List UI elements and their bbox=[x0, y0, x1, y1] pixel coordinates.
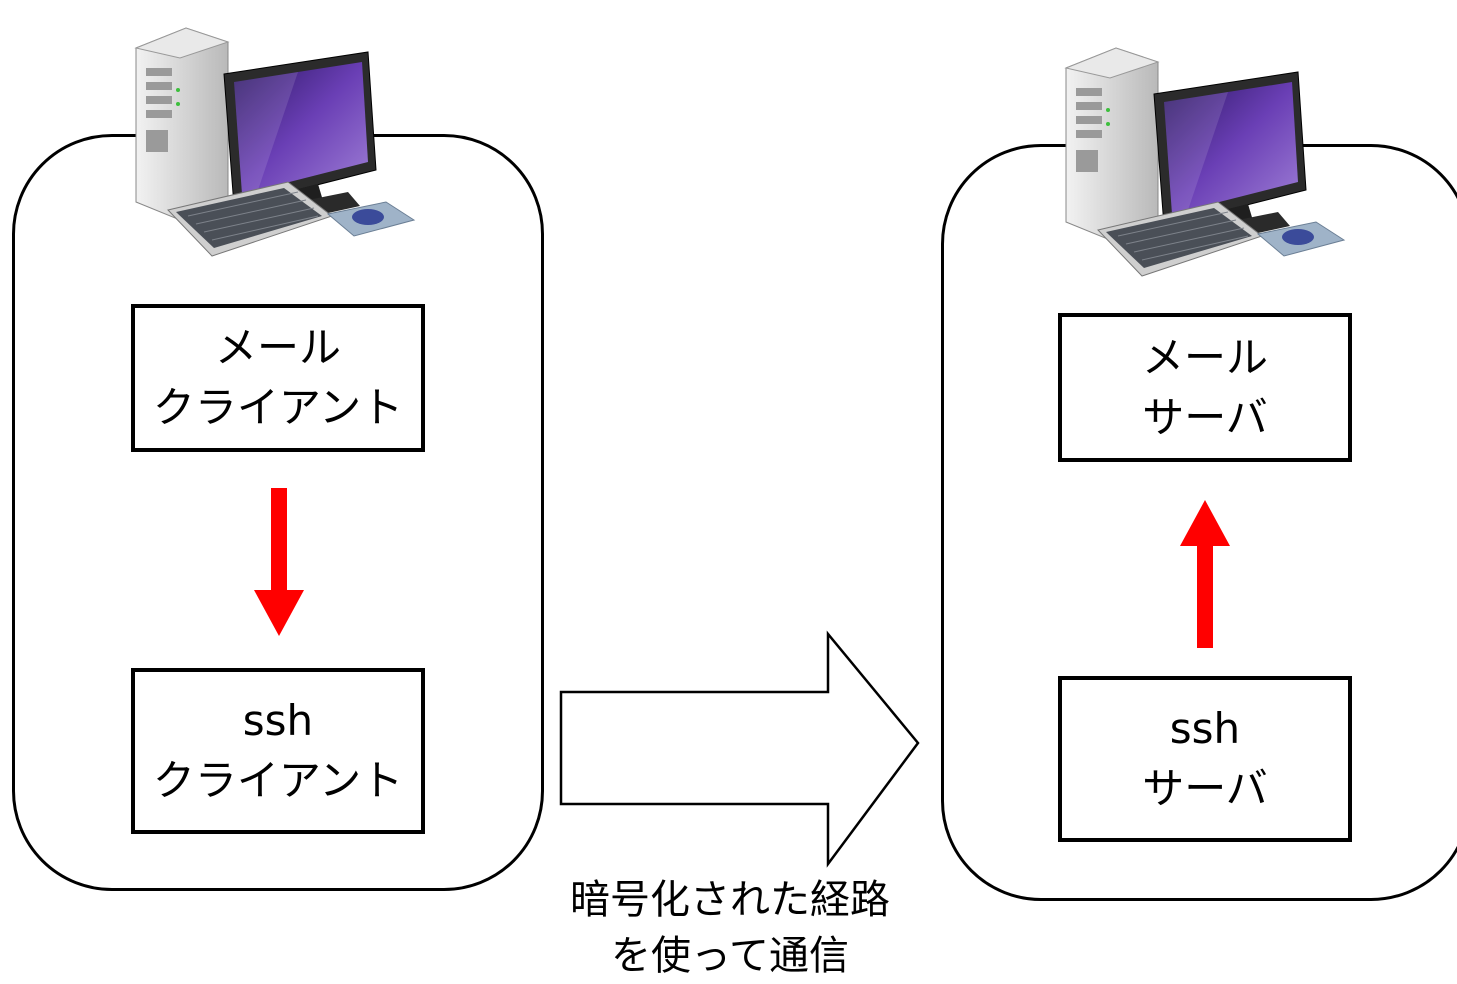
ssh-client-line1: ssh bbox=[242, 696, 314, 745]
mail-server-box: メール サーバ bbox=[1058, 313, 1352, 462]
mail-client-line2: クライアント bbox=[152, 383, 404, 432]
mail-client-box: メール クライアント bbox=[131, 304, 425, 452]
ssh-client-box: ssh クライアント bbox=[131, 668, 425, 834]
ssh-server-line1: ssh bbox=[1169, 704, 1241, 753]
tunnel-caption-line2: を使って通信 bbox=[611, 933, 849, 979]
mail-client-line1: メール bbox=[214, 323, 341, 372]
tunnel-caption: 暗号化された経路 を使って通信 bbox=[520, 872, 940, 984]
ssh-server-line2: サーバ bbox=[1142, 764, 1268, 813]
mail-server-line2: サーバ bbox=[1142, 392, 1268, 442]
tunnel-caption-line1: 暗号化された経路 bbox=[570, 877, 890, 923]
client-computer-icon bbox=[134, 27, 416, 257]
ssh-server-box: ssh サーバ bbox=[1058, 676, 1352, 842]
server-computer-icon bbox=[1064, 47, 1346, 277]
mail-server-line1: メール bbox=[1141, 332, 1268, 382]
encrypted-tunnel-arrow bbox=[559, 630, 920, 868]
ssh-client-line2: クライアント bbox=[152, 756, 404, 805]
